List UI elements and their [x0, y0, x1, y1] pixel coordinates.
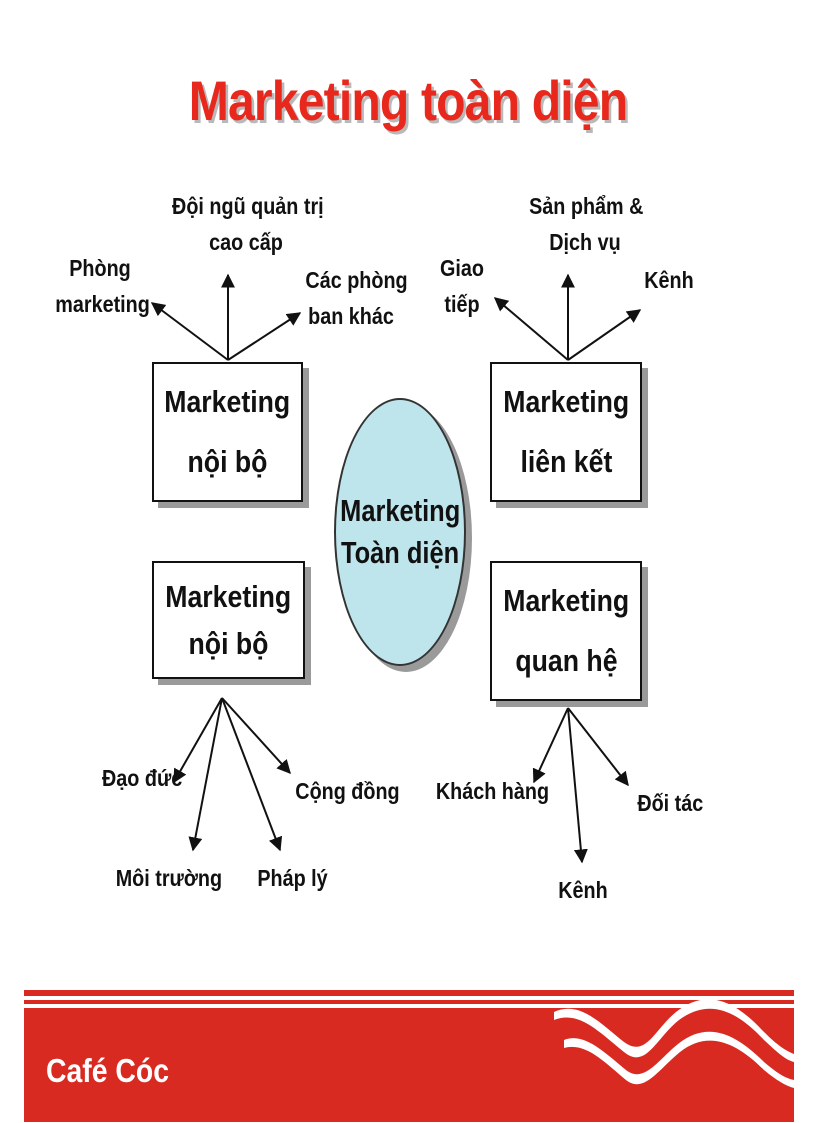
label-line: Phòng [69, 255, 131, 281]
arrow-to-cac-phong [227, 312, 302, 361]
box-line2: nội bộ [187, 444, 268, 479]
label-line: Sản phẩm & [529, 193, 644, 219]
label-kenh-top: Kênh [644, 267, 694, 293]
label-phong-marketing: Phòng marketing [55, 250, 150, 322]
box-line1: Marketing [165, 578, 292, 614]
label-giao-tiep: Giao tiếp [436, 250, 488, 322]
arrow-to-kenh-bottom [567, 707, 588, 864]
label-kenh-bottom: Kênh [558, 877, 608, 903]
label-cong-dong: Cộng đồng [295, 778, 400, 804]
label-phap-ly: Pháp lý [257, 865, 328, 891]
box-line2: quan hệ [514, 643, 618, 678]
footer-banner [24, 990, 794, 1122]
box-marketing-quan-he: Marketing quan hệ [490, 561, 642, 701]
center-line2: Toàn diện [340, 535, 460, 570]
box-line1: Marketing [503, 583, 629, 618]
label-line: cao cấp [209, 229, 283, 255]
label-line: tiếp [444, 291, 480, 317]
label-line: Giao [440, 255, 484, 281]
center-ellipse-marketing-toan-dien: Marketing Toàn diện [334, 398, 466, 666]
label-line: Đội ngũ quản trị [172, 193, 324, 219]
label-line: Các phòng [305, 267, 408, 293]
box-line2: nội bộ [188, 625, 269, 661]
arrow-to-phap-ly [221, 697, 283, 852]
arrow-to-cong-dong [221, 697, 291, 775]
box-marketing-lien-ket: Marketing liên kết [490, 362, 642, 502]
label-line: marketing [55, 291, 150, 317]
footer-waves [24, 990, 794, 1122]
box-line2: liên kết [520, 444, 612, 479]
arrow-to-phong-marketing [150, 302, 229, 361]
box-marketing-noi-bo-top: Marketing nội bộ [152, 362, 303, 502]
box-marketing-noi-bo-bottom: Marketing nội bộ [152, 561, 305, 679]
label-moi-truong: Môi trường [115, 865, 223, 891]
label-khach-hang: Khách hàng [435, 778, 550, 804]
brand-name: Café Cóc [46, 1052, 170, 1089]
label-line: ban khác [308, 303, 394, 329]
box-line1: Marketing [503, 384, 629, 419]
label-cac-phong-ban-khac: Các phòng ban khác [305, 262, 408, 334]
label-dao-duc: Đạo đức [102, 765, 183, 791]
label-doi-tac: Đối tác [637, 790, 704, 816]
arrow-to-khach-hang [532, 707, 569, 784]
arrow-to-moi-truong [188, 697, 223, 852]
arrow-to-dao-duc [173, 697, 223, 784]
arrow-to-giao-tiep [493, 297, 569, 361]
arrow-to-doi-tac [567, 707, 629, 787]
label-doi-ngu-quan-tri: Đội ngũ quản trị cao cấp [172, 188, 324, 260]
slide-title: Marketing toàn diện [188, 69, 628, 132]
box-line1: Marketing [164, 384, 291, 419]
arrow-to-kenh-top [567, 309, 642, 361]
label-line: Dịch vụ [549, 229, 621, 255]
label-san-pham-dich-vu: Sản phẩm & Dịch vụ [529, 188, 644, 260]
center-line1: Marketing [339, 493, 461, 528]
